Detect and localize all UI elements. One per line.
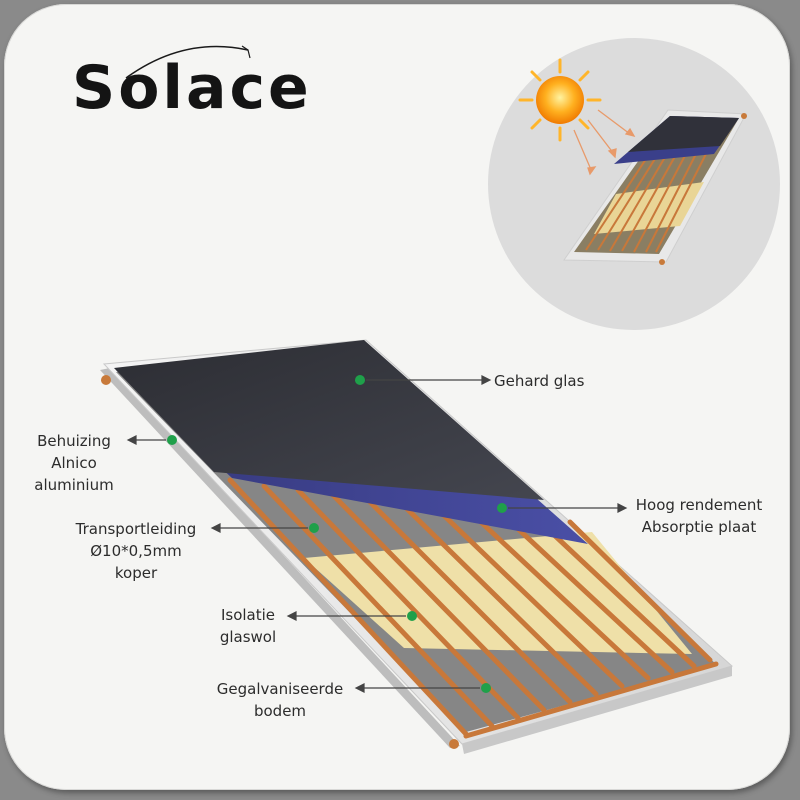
sun-icon (518, 58, 602, 142)
callout-absorber: Hoog rendement Absorptie plaat (635, 496, 763, 536)
pipe-connector-top (101, 375, 111, 385)
callout-arrows (126, 375, 628, 693)
inset-sun-collector-illustration (488, 38, 780, 330)
callout-tempered-glass: Gehard glas (494, 372, 585, 390)
logo-swoosh (125, 45, 251, 79)
light-ray-arrows (573, 109, 636, 176)
solar-collector-diagram (100, 339, 734, 754)
copper-pipes (227, 477, 719, 739)
callout-housing: Behuizing Alnico aluminium (34, 432, 114, 494)
callout-markers (167, 375, 507, 693)
callout-bottom: Gegalvaniseerde bodem (216, 680, 344, 720)
tempered-glass (114, 340, 544, 500)
callout-transport-pipe: Transportleiding Ø10*0,5mm koper (75, 520, 197, 582)
mini-collector (563, 109, 747, 265)
diagram-card: Solace (4, 4, 790, 790)
pipe-connector-bottom (449, 739, 459, 749)
brand-logo: Solace (72, 53, 312, 123)
callout-insulation: Isolatie glaswol (219, 606, 277, 646)
